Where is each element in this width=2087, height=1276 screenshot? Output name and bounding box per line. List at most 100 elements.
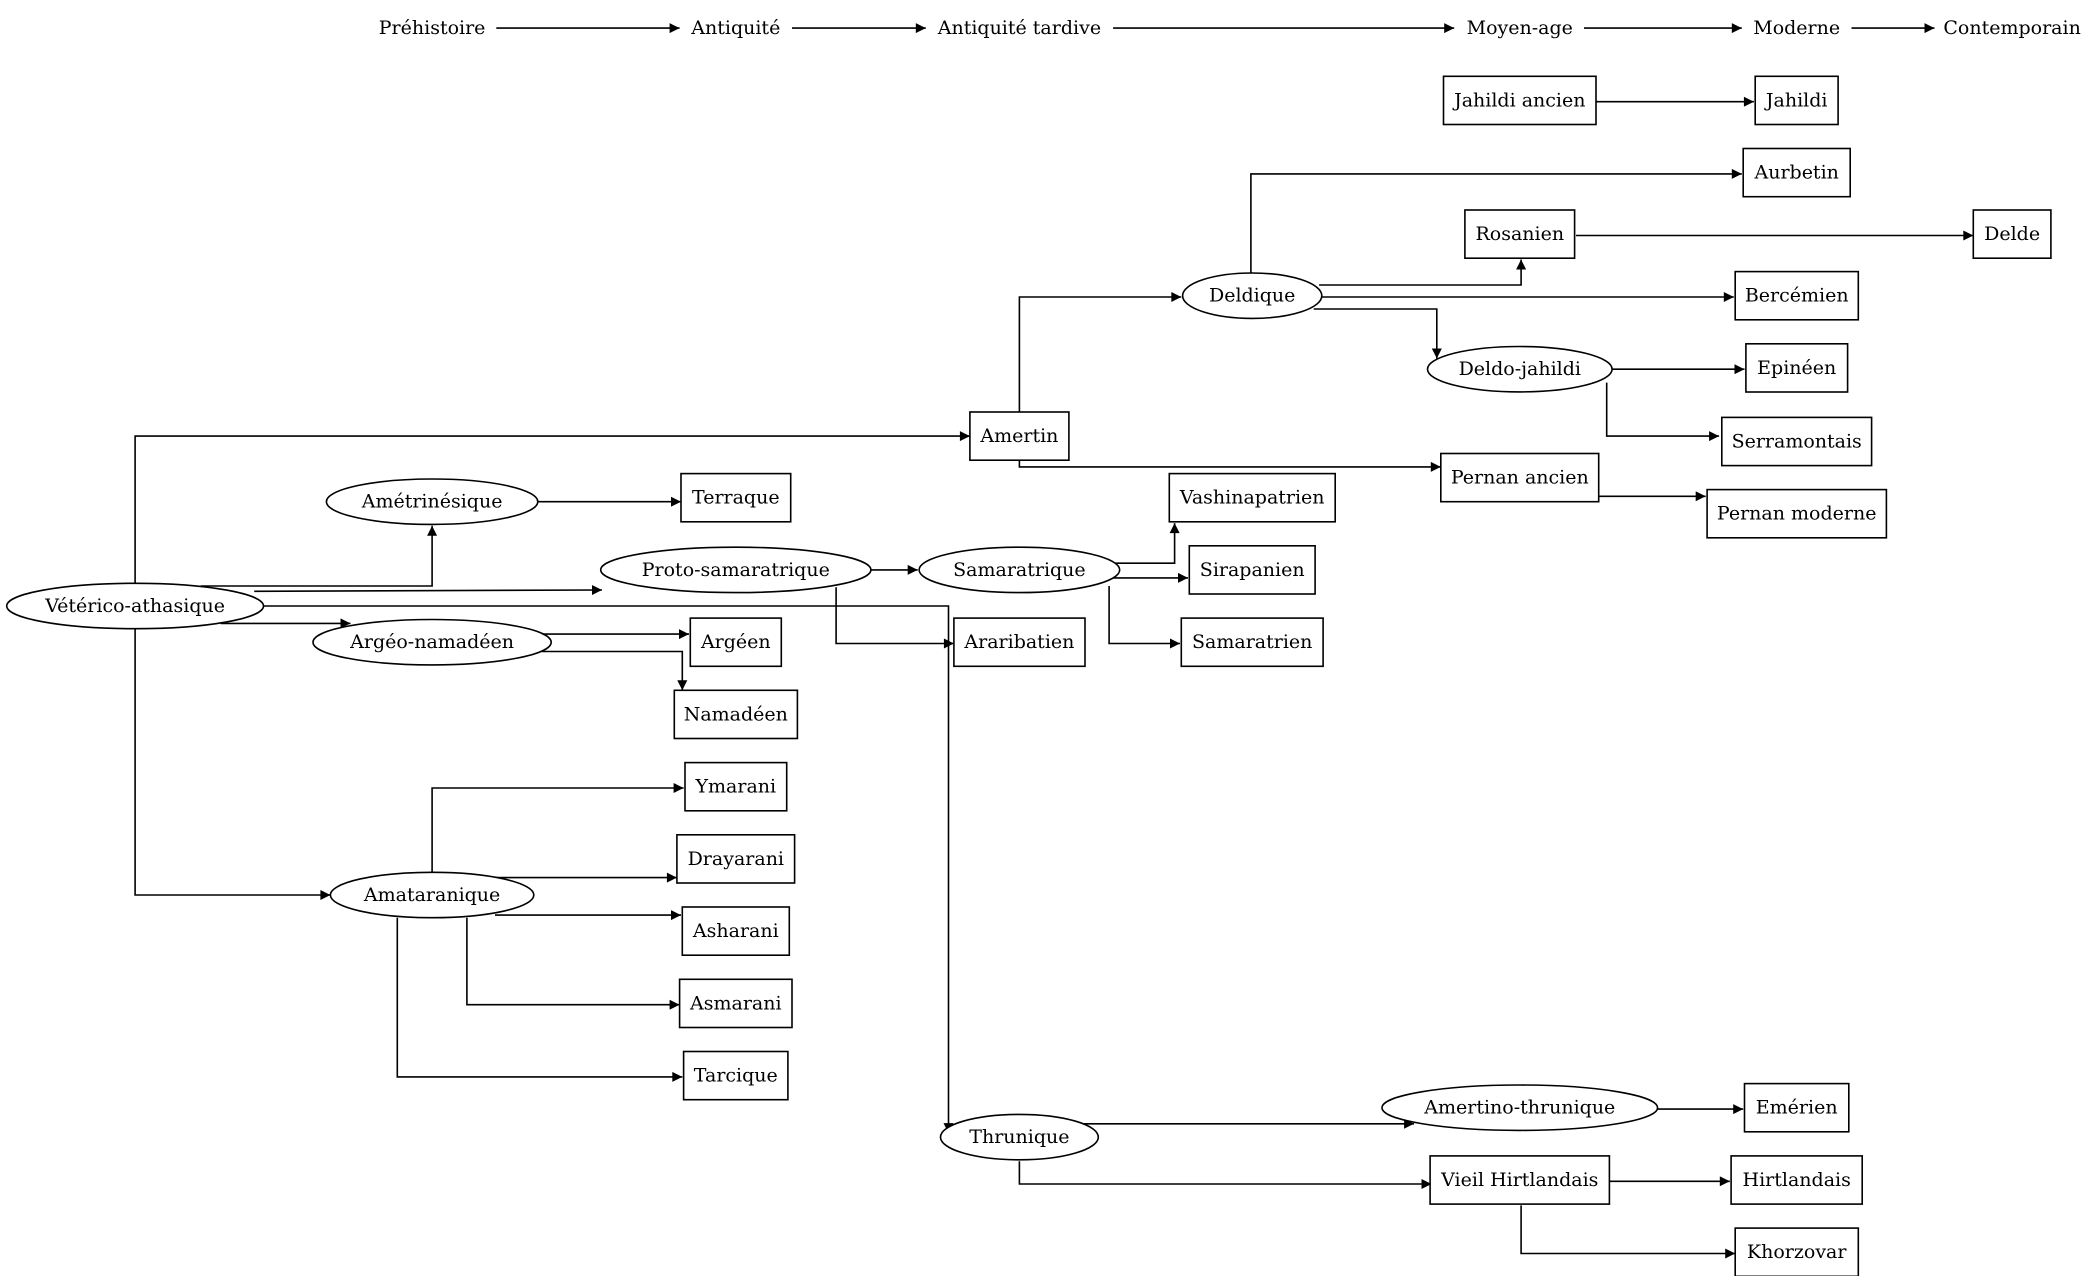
node-label: Emérien bbox=[1756, 1097, 1838, 1119]
timeline-label: Antiquité bbox=[690, 17, 780, 39]
language-node-pernan-moderne: Pernan moderne bbox=[1706, 488, 1888, 539]
node-ellipse bbox=[312, 618, 552, 666]
language-node-sirapanien: Sirapanien bbox=[1188, 544, 1316, 595]
node-box bbox=[1743, 1082, 1850, 1133]
edge-amataran-to-tarcique bbox=[396, 917, 683, 1082]
language-node-aurbetin: Aurbetin bbox=[1742, 147, 1851, 198]
language-node-amertin: Amertin bbox=[969, 411, 1070, 462]
language-family-node-argeo-namadeen: Argéo-namadéen bbox=[312, 618, 552, 666]
language-node-delde: Delde bbox=[1972, 209, 2052, 260]
node-box bbox=[1442, 75, 1597, 126]
language-node-drayarani: Drayarani bbox=[676, 833, 796, 884]
node-box bbox=[1180, 617, 1324, 668]
edge-veterico-to-protosam bbox=[254, 585, 603, 596]
node-box bbox=[684, 761, 788, 812]
node-box bbox=[1734, 1227, 1860, 1276]
node-box bbox=[1464, 209, 1576, 260]
node-ellipse bbox=[1381, 1084, 1659, 1132]
node-box bbox=[678, 978, 793, 1029]
node-label: Vashinapatrien bbox=[1179, 487, 1325, 509]
language-node-vieil-hirtlandais: Vieil Hirtlandais bbox=[1429, 1155, 1611, 1205]
node-box bbox=[676, 833, 796, 884]
node-label: Argéen bbox=[700, 631, 771, 653]
language-family-node-ametrinesique: Amétrinésique bbox=[325, 478, 539, 526]
node-label: Samaratrique bbox=[953, 559, 1086, 581]
edge-argeonam-to-namadeen bbox=[541, 650, 688, 691]
node-label: Argéo-namadéen bbox=[349, 631, 514, 653]
node-label: Drayarani bbox=[688, 848, 784, 870]
node-box bbox=[969, 411, 1070, 462]
node-box bbox=[1168, 472, 1337, 523]
node-label: Asmarani bbox=[689, 992, 782, 1014]
node-box bbox=[680, 472, 792, 523]
node-box bbox=[1745, 342, 1849, 393]
language-node-samaratrien: Samaratrien bbox=[1180, 617, 1324, 668]
node-ellipse bbox=[5, 582, 265, 630]
edge-samarat-to-vashina bbox=[1113, 523, 1180, 565]
timeline-label: Antiquité tardive bbox=[937, 17, 1101, 39]
edge-thrunique-to-vieilh bbox=[1018, 1161, 1432, 1189]
node-box bbox=[689, 617, 783, 668]
node-ellipse bbox=[939, 1113, 1100, 1161]
edge-amertin-to-pernanc bbox=[1018, 460, 1441, 472]
language-node-khorzovar: Khorzovar bbox=[1734, 1227, 1860, 1276]
node-box bbox=[1742, 147, 1851, 198]
node-box bbox=[1754, 75, 1839, 126]
node-ellipse bbox=[1181, 272, 1323, 320]
language-family-node-deldo-jahildi: Deldo-jahildi bbox=[1426, 345, 1613, 393]
timeline-label: Contemporain bbox=[1943, 17, 2080, 39]
timeline-period-contemporain: Contemporain bbox=[1943, 17, 2080, 39]
language-node-pernan-ancien: Pernan ancien bbox=[1440, 452, 1600, 503]
edge-veterico-to-ametrin bbox=[200, 525, 438, 587]
node-label: Amertin bbox=[979, 425, 1058, 447]
node-box bbox=[673, 689, 799, 740]
language-node-terraque: Terraque bbox=[680, 472, 792, 523]
node-label: Amétrinésique bbox=[361, 491, 503, 513]
node-label: Serramontais bbox=[1732, 431, 1862, 453]
language-node-ymarani: Ymarani bbox=[684, 761, 788, 812]
node-box bbox=[953, 617, 1086, 668]
timeline-period-antiquite-tardive: Antiquité tardive bbox=[937, 17, 1101, 39]
language-node-jahildi-ancien: Jahildi ancien bbox=[1442, 75, 1597, 126]
node-box bbox=[1188, 544, 1316, 595]
edge-deldojah-to-serramon bbox=[1605, 382, 1720, 442]
language-node-serramontais: Serramontais bbox=[1721, 416, 1873, 467]
node-label: Sirapanien bbox=[1200, 559, 1305, 581]
node-label: Araribatien bbox=[963, 631, 1074, 653]
node-label: Aurbetin bbox=[1753, 162, 1838, 184]
node-box bbox=[1429, 1155, 1611, 1205]
node-box bbox=[682, 1050, 789, 1101]
node-box bbox=[1440, 452, 1600, 503]
timeline-period-moderne: Moderne bbox=[1753, 17, 1840, 39]
node-label: Amertino-thrunique bbox=[1423, 1097, 1615, 1119]
node-box bbox=[1734, 270, 1860, 321]
language-node-emerien: Emérien bbox=[1743, 1082, 1850, 1133]
language-node-hirtlandais: Hirtlandais bbox=[1730, 1155, 1863, 1205]
edge-veterico-to-amataran bbox=[134, 628, 331, 900]
edge-deldique-to-deldojah bbox=[1313, 308, 1442, 359]
edge-layer bbox=[134, 23, 1974, 1259]
node-label: Rosanien bbox=[1475, 223, 1564, 245]
edge-deldique-to-aurbetin bbox=[1250, 168, 1742, 273]
language-family-node-deldique: Deldique bbox=[1181, 272, 1323, 320]
language-node-namadeen: Namadéen bbox=[673, 689, 799, 740]
node-box bbox=[1972, 209, 2052, 260]
node-label: Vétérico-athasique bbox=[44, 595, 225, 617]
node-ellipse bbox=[918, 546, 1121, 594]
language-node-rosanien: Rosanien bbox=[1464, 209, 1576, 260]
node-label: Epinéen bbox=[1757, 357, 1836, 379]
timeline-label: Moderne bbox=[1753, 17, 1840, 39]
language-family-node-samaratrique: Samaratrique bbox=[918, 546, 1121, 594]
node-label: Thrunique bbox=[969, 1126, 1069, 1148]
edge-amataran-to-asmarani bbox=[466, 917, 680, 1010]
language-node-bercemien: Bercémien bbox=[1734, 270, 1860, 321]
node-box bbox=[681, 906, 791, 957]
language-node-vashinapatrien: Vashinapatrien bbox=[1168, 472, 1337, 523]
node-label: Jahildi bbox=[1764, 89, 1828, 111]
timeline-period-moyen-age: Moyen-age bbox=[1467, 17, 1573, 39]
language-node-asharani: Asharani bbox=[681, 906, 791, 957]
node-label: Tarcique bbox=[694, 1065, 778, 1087]
edge-vieilh-to-khorzovar bbox=[1520, 1205, 1736, 1259]
